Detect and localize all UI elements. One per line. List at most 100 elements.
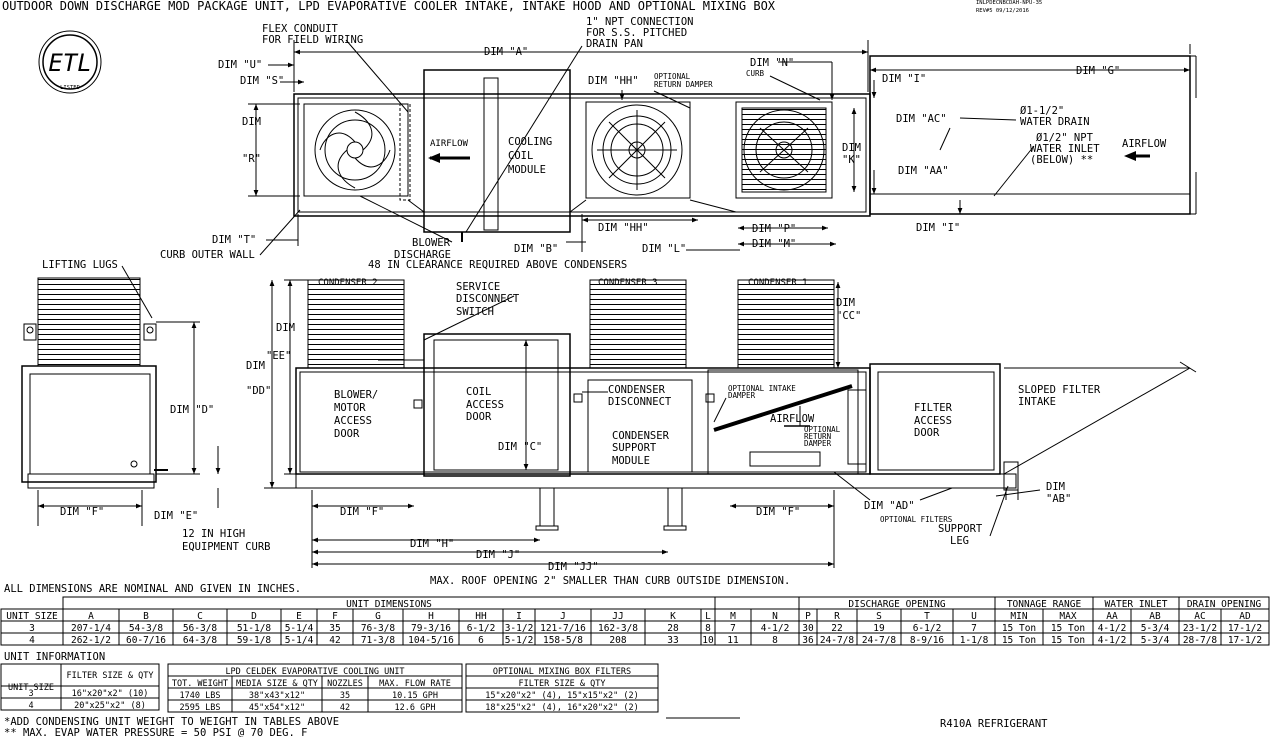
svg-text:COIL: COIL — [466, 386, 491, 398]
svg-text:OPTIONAL FILTERS: OPTIONAL FILTERS — [880, 515, 953, 524]
svg-text:CONDENSER 3: CONDENSER 3 — [598, 278, 658, 288]
condenser-1-coil — [737, 279, 835, 369]
svg-text:WATER INLET: WATER INLET — [1030, 143, 1100, 155]
table-cell: 17-1/2 — [1228, 623, 1262, 634]
column-header: MEDIA SIZE & QTY — [236, 679, 318, 689]
group-header: TONNAGE RANGE — [1007, 599, 1082, 610]
group-header: DISCHARGE OPENING — [848, 599, 946, 610]
table-cell: 208 — [609, 635, 626, 646]
end-view — [21, 277, 168, 489]
table-cell: 17-1/2 — [1228, 635, 1262, 646]
svg-text:COOLING: COOLING — [508, 136, 552, 148]
svg-text:WATER DRAIN: WATER DRAIN — [1020, 116, 1090, 128]
table-cell: 45"x54"x12" — [249, 703, 305, 713]
column-header: L — [705, 611, 711, 622]
table-cell: 71-3/8 — [361, 635, 396, 646]
column-header: D — [251, 611, 257, 622]
svg-text:48 IN CLEARANCE REQUIRED ABOVE: 48 IN CLEARANCE REQUIRED ABOVE CONDENSER… — [368, 259, 627, 271]
column-header: M — [730, 611, 736, 622]
coil-access-section — [423, 333, 571, 477]
column-header: J — [560, 611, 566, 622]
svg-text:SUPPORT: SUPPORT — [612, 442, 657, 454]
table-cell: 24-7/8 — [862, 635, 897, 646]
svg-text:DIM: DIM — [842, 142, 861, 154]
column-header: C — [197, 611, 203, 622]
end-condenser-coil — [37, 277, 141, 367]
svg-text:DIM: DIM — [1046, 481, 1065, 493]
svg-text:DISCHARGE: DISCHARGE — [394, 249, 451, 261]
svg-text:DIM "L": DIM "L" — [642, 243, 686, 255]
table-cell: 59-1/8 — [237, 635, 272, 646]
svg-text:LIFTING LUGS: LIFTING LUGS — [42, 259, 118, 271]
table-cell: 11 — [727, 635, 739, 646]
column-header: NOZZLES — [327, 679, 363, 689]
svg-text:DIM "U": DIM "U" — [218, 59, 262, 71]
svg-text:"EE": "EE" — [266, 350, 291, 362]
table-cell: 15 Ton — [1002, 623, 1036, 634]
svg-text:OPTIONAL: OPTIONAL — [804, 425, 841, 434]
table-cell: 4-1/2 — [1098, 623, 1127, 634]
column-header: MAX — [1059, 611, 1076, 622]
table-cell: 6 — [478, 635, 484, 646]
svg-text:LEG: LEG — [950, 535, 969, 547]
table-cell: 64-3/8 — [183, 635, 218, 646]
drawing-number: INLPDECNBCDAH-NPU-35 — [976, 0, 1042, 6]
table-cell: 51-1/8 — [237, 623, 272, 634]
intake-hood-plan — [869, 55, 1191, 215]
svg-text:ACCESS: ACCESS — [466, 399, 504, 411]
column-header: A — [88, 611, 94, 622]
table-cell: 4-1/2 — [761, 623, 790, 634]
column-header: UNIT SIZE — [8, 683, 54, 693]
svg-text:OPTIONAL: OPTIONAL — [654, 72, 691, 81]
svg-text:OPTIONAL INTAKE: OPTIONAL INTAKE — [728, 384, 796, 393]
svg-text:EQUIPMENT CURB: EQUIPMENT CURB — [182, 541, 271, 553]
svg-text:DIM "HH": DIM "HH" — [588, 75, 639, 87]
table-cell: 2595 LBS — [180, 703, 221, 713]
condenser-3-coil — [589, 279, 687, 369]
svg-text:SUPPORT: SUPPORT — [938, 523, 983, 535]
column-header: F — [332, 611, 338, 622]
table-cell: 121-7/16 — [540, 623, 586, 634]
plan-view — [293, 55, 1197, 242]
table-cell: 162-3/8 — [598, 623, 638, 634]
svg-text:DRAIN PAN: DRAIN PAN — [586, 38, 643, 50]
svg-text:CONDENSER: CONDENSER — [612, 430, 670, 442]
table-cell: 15 Ton — [1051, 635, 1085, 646]
header: OUTDOOR DOWN DISCHARGE MOD PACKAGE UNIT,… — [2, 0, 1042, 14]
svg-text:12 IN HIGH: 12 IN HIGH — [182, 528, 245, 540]
table-cell: 262-1/2 — [71, 635, 111, 646]
svg-text:FOR S.S. PITCHED: FOR S.S. PITCHED — [586, 27, 687, 39]
svg-text:RETURN DAMPER: RETURN DAMPER — [654, 80, 713, 89]
table-cell: 207-1/4 — [71, 623, 111, 634]
table-cell: 28-7/8 — [1183, 635, 1218, 646]
table-cell: 30 — [802, 623, 814, 634]
column-header: G — [375, 611, 381, 622]
svg-text:DISCONNECT: DISCONNECT — [608, 396, 672, 408]
condenser-fan-1 — [735, 101, 833, 199]
table-cell: 54-3/8 — [129, 623, 164, 634]
plan-labels: FLEX CONDUIT FOR FIELD WIRING 1" NPT CON… — [160, 16, 1167, 271]
table-cell: 158-5/8 — [543, 635, 583, 646]
table-cell: 10 — [702, 635, 714, 646]
table-cell: 15"x20"x2" (4), 15"x15"x2" (2) — [485, 691, 639, 701]
column-header: U — [971, 611, 977, 622]
svg-text:DIM "JJ": DIM "JJ" — [548, 561, 599, 573]
svg-text:DIM "E": DIM "E" — [154, 510, 198, 522]
table-cell: 15 Ton — [1002, 635, 1036, 646]
blower-compartment — [303, 103, 409, 197]
svg-text:MODULE: MODULE — [612, 455, 650, 467]
column-header: K — [670, 611, 676, 622]
table-cell: 5-3/4 — [1141, 623, 1170, 634]
condenser-support-door — [587, 379, 693, 473]
svg-text:CURB OUTER WALL: CURB OUTER WALL — [160, 249, 255, 261]
blower-fan-icon — [314, 109, 396, 191]
svg-text:DAMPER: DAMPER — [728, 391, 756, 400]
table-cell: 4-1/2 — [1098, 635, 1127, 646]
svg-text:SWITCH: SWITCH — [456, 306, 494, 318]
svg-text:DIM "T": DIM "T" — [212, 234, 256, 246]
column-header: T — [924, 611, 930, 622]
column-header: FILTER SIZE & QTY — [519, 679, 606, 689]
svg-text:DIM "S": DIM "S" — [240, 75, 284, 87]
